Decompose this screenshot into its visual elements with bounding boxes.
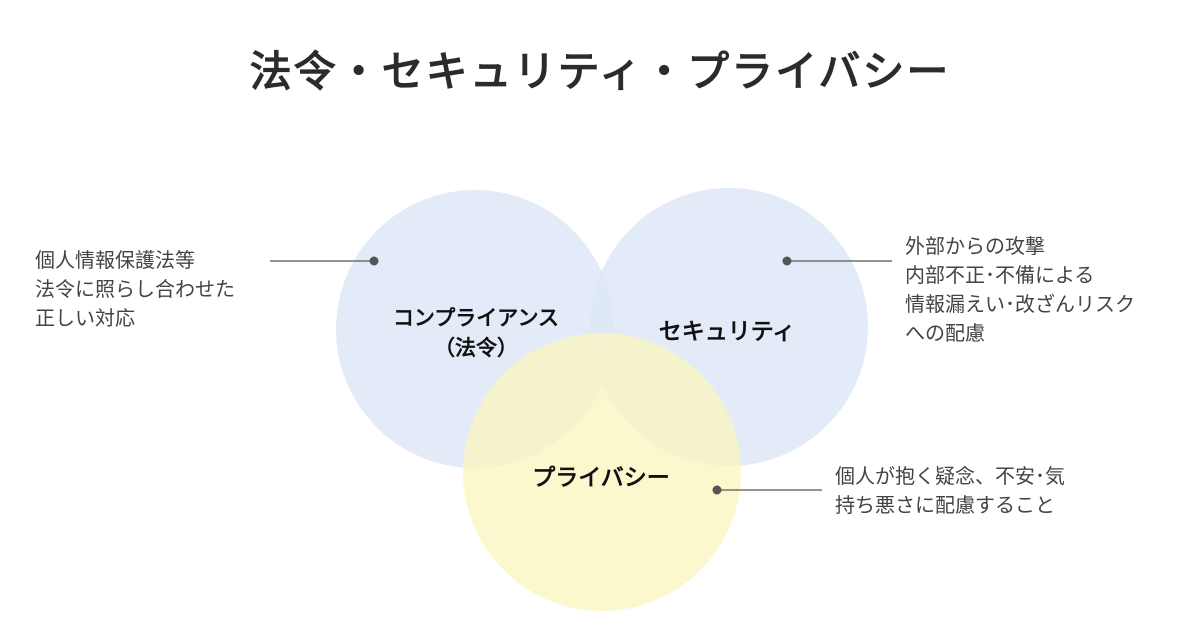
compliance-label-line2: （法令） bbox=[434, 336, 518, 360]
security-label: セキュリティ bbox=[658, 319, 796, 345]
compliance-annotation: 個人情報保護法等 法令に照らし合わせた 正しい対応 bbox=[35, 246, 235, 333]
security-annotation-line: 外部からの攻撃 bbox=[905, 234, 1045, 258]
security-annotation-line: への配慮 bbox=[905, 321, 985, 345]
compliance-annotation-line: 正しい対応 bbox=[35, 306, 135, 330]
compliance-label-line1: コンプライアンス bbox=[392, 306, 560, 330]
privacy-annotation-line: 個人が抱く疑念、不安･気 bbox=[835, 464, 1065, 488]
page-title: 法令・セキュリティ・プライバシー bbox=[249, 47, 951, 96]
compliance-connector-dot bbox=[369, 256, 379, 266]
privacy-annotation: 個人が抱く疑念、不安･気 持ち悪さに配慮すること bbox=[835, 462, 1065, 520]
security-connector-dot bbox=[782, 256, 792, 266]
compliance-annotation-line: 個人情報保護法等 bbox=[35, 248, 195, 272]
compliance-annotation-line: 法令に照らし合わせた bbox=[35, 277, 235, 301]
privacy-label: プライバシー bbox=[532, 465, 670, 491]
privacy-annotation-line: 持ち悪さに配慮すること bbox=[835, 493, 1055, 517]
privacy-circle bbox=[463, 333, 741, 611]
privacy-connector-dot bbox=[712, 485, 722, 495]
compliance-label: コンプライアンス （法令） bbox=[360, 303, 592, 363]
security-annotation-line: 情報漏えい･改ざんリスク bbox=[905, 292, 1135, 316]
security-annotation: 外部からの攻撃 内部不正･不備による 情報漏えい･改ざんリスク への配慮 bbox=[905, 232, 1135, 348]
security-annotation-line: 内部不正･不備による bbox=[905, 263, 1095, 287]
